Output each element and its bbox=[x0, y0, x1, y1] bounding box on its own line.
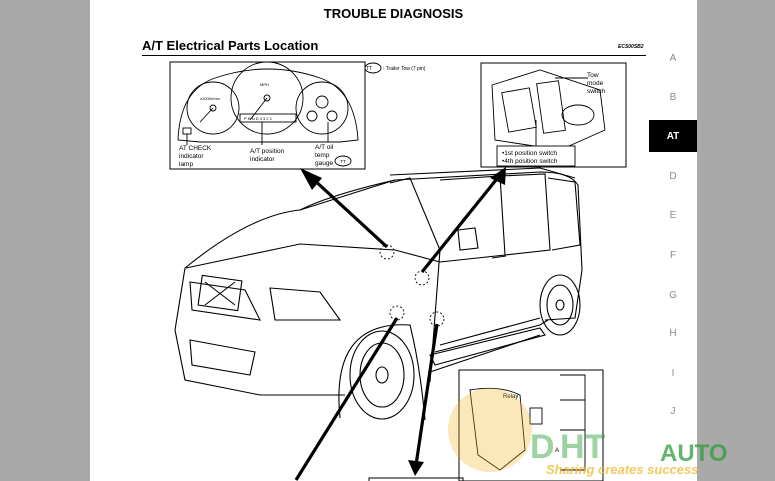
document-code: ECS00SB2 bbox=[618, 44, 644, 50]
vehicle-illustration bbox=[174, 167, 583, 421]
oil-tt-text: TT bbox=[340, 159, 346, 164]
tab-label: I bbox=[671, 367, 675, 379]
at-position-indicator bbox=[239, 113, 297, 123]
tab-a[interactable]: A bbox=[649, 42, 697, 74]
tach-unit-label: x1000r/min bbox=[200, 96, 220, 101]
tab-label: J bbox=[670, 405, 676, 417]
tab-label: H bbox=[669, 327, 677, 339]
at-oil-label-3: gauge bbox=[315, 160, 333, 167]
tab-label: E bbox=[669, 209, 677, 221]
position-readout: P R N D 4 3 2 1 bbox=[244, 116, 273, 121]
tab-f[interactable]: F bbox=[649, 239, 697, 271]
tab-i[interactable]: I bbox=[649, 357, 697, 389]
at-oil-label-1: A/T oil bbox=[315, 144, 334, 151]
section-title: A/T Electrical Parts Location bbox=[142, 38, 319, 53]
watermark-slogan: Sharing creates success bbox=[546, 462, 699, 477]
tow-mode-label-1: Tow bbox=[587, 72, 599, 79]
right-gutter bbox=[697, 0, 775, 481]
tow-mode-label-2: mode bbox=[587, 80, 604, 87]
speed-unit-label: MPH bbox=[260, 82, 269, 87]
tab-e[interactable]: E bbox=[649, 199, 697, 231]
at-check-label-2: indicator bbox=[179, 153, 204, 160]
tow-mode-label-3: switch bbox=[587, 88, 605, 95]
tab-label: AT bbox=[666, 130, 680, 142]
page-title: TROUBLE DIAGNOSIS bbox=[323, 6, 464, 21]
oil-tt-symbol bbox=[334, 155, 352, 167]
tab-label: A bbox=[669, 52, 677, 64]
at-check-label-1: AT CHECK bbox=[179, 145, 212, 152]
tab-label: B bbox=[669, 91, 677, 103]
document-page: TROUBLE DIAGNOSIS A/T Electrical Parts L… bbox=[90, 0, 697, 481]
lower-a-label: A bbox=[555, 448, 559, 454]
section-divider bbox=[142, 55, 646, 56]
at-position-label-1: A/T position bbox=[250, 148, 285, 155]
lower-inset bbox=[458, 369, 604, 481]
position-switch-label-1: •1st position switch bbox=[502, 150, 557, 157]
at-position-label-2: indicator bbox=[250, 156, 275, 163]
tab-h[interactable]: H bbox=[649, 317, 697, 349]
watermark-logo: D HT bbox=[448, 388, 606, 472]
tab-d[interactable]: D bbox=[649, 160, 697, 192]
svg-text:HT: HT bbox=[560, 428, 606, 466]
tab-b[interactable]: B bbox=[649, 81, 697, 113]
at-oil-label-2: temp bbox=[315, 152, 330, 159]
at-check-label-3: lamp bbox=[179, 161, 193, 168]
tab-label: G bbox=[669, 289, 677, 301]
legend-tt-text: TT bbox=[366, 66, 372, 72]
console-inset bbox=[480, 62, 627, 168]
position-switch-label-2: •4th position switch bbox=[502, 158, 558, 165]
relay-label: Relay bbox=[503, 394, 518, 400]
tab-at[interactable]: AT bbox=[649, 120, 697, 152]
tab-j[interactable]: J bbox=[649, 395, 697, 427]
tab-label: F bbox=[669, 249, 677, 261]
tab-g[interactable]: G bbox=[649, 279, 697, 311]
watermark-brand: AUTO bbox=[660, 440, 728, 467]
tab-label: D bbox=[669, 170, 677, 182]
left-gutter bbox=[0, 0, 90, 481]
svg-text:D: D bbox=[530, 428, 555, 466]
legend-text: : Trailer Tow (7 pin) bbox=[383, 66, 426, 72]
